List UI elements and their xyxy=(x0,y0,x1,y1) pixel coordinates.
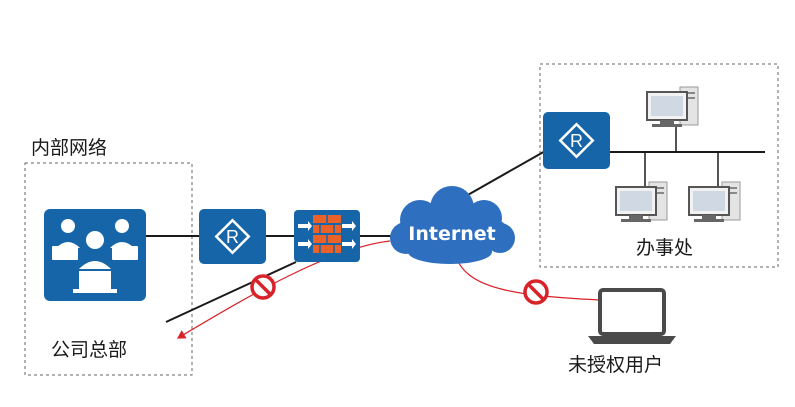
blocked-path-from-unauthorized-user xyxy=(454,251,601,301)
link-cloud-branch-router xyxy=(465,149,548,197)
branch-office-label: 办事处 xyxy=(636,237,693,259)
desktop-pc-icon xyxy=(615,181,668,222)
svg-text:R: R xyxy=(570,131,583,151)
internal-network-label: 内部网络 xyxy=(31,137,107,159)
branch-office-box xyxy=(539,63,779,268)
firewall-icon xyxy=(294,210,360,262)
headquarters-label: 公司总部 xyxy=(51,339,127,361)
internal-network-box xyxy=(24,162,193,376)
no-entry-icon xyxy=(523,279,549,305)
cloud-icon: Internet xyxy=(390,186,515,264)
users-group-icon xyxy=(44,209,146,301)
internet-label: Internet xyxy=(408,223,495,245)
router-icon: R xyxy=(543,112,610,169)
no-entry-icon xyxy=(250,274,276,300)
laptop-icon xyxy=(588,288,676,344)
router-icon: R xyxy=(199,209,266,264)
blocked-path-to-hq xyxy=(176,240,391,339)
attack-line xyxy=(165,261,297,323)
desktop-pc-icon xyxy=(646,86,699,127)
desktop-pc-icon xyxy=(688,181,741,222)
svg-text:R: R xyxy=(226,227,239,247)
unauthorized-user-label: 未授权用户 xyxy=(568,354,663,376)
